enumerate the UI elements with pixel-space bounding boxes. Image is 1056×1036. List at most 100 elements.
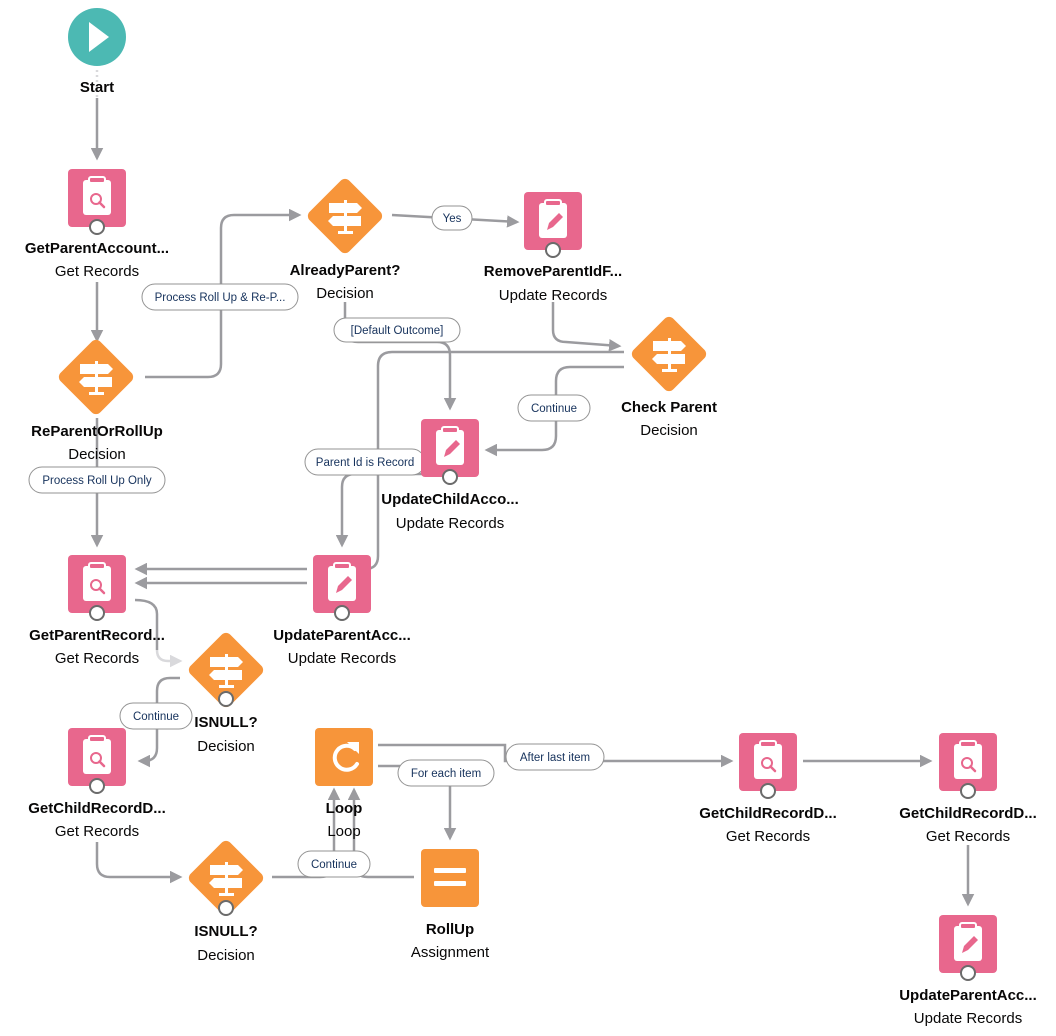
node-isnull-1-port[interactable] <box>218 691 234 707</box>
pill-yes[interactable]: Yes <box>431 205 473 231</box>
play-icon <box>89 22 109 52</box>
node-get-parent-record[interactable]: GetParentRecord... Get Records <box>29 555 165 667</box>
node-get-child-record-1-title: GetChildRecordD... <box>28 800 166 817</box>
node-check-parent[interactable]: Check Parent Decision <box>621 314 717 439</box>
signpost-icon <box>328 200 362 234</box>
node-loop-type: Loop <box>327 823 360 840</box>
pill-continue-isnull-2[interactable]: Continue <box>297 850 371 878</box>
node-update-parent-account-1-title: UpdateParentAcc... <box>273 627 411 644</box>
node-get-child-record-2-title: GetChildRecordD... <box>699 805 837 822</box>
node-get-child-record-3-type: Get Records <box>926 828 1010 845</box>
pill-parent-id-is-record-label: Parent Id is Record <box>316 457 414 469</box>
pill-continue-check-parent-label: Continue <box>531 403 577 415</box>
pill-process-rollup-reparent[interactable]: Process Roll Up & Re-P... <box>141 283 299 311</box>
search-records-icon <box>83 176 111 215</box>
node-isnull-1[interactable]: ISNULL? Decision <box>186 630 265 755</box>
signpost-icon <box>209 654 243 688</box>
node-get-parent-account-type: Get Records <box>55 263 139 280</box>
node-get-parent-record-port[interactable] <box>89 605 105 621</box>
search-records-icon <box>754 740 782 779</box>
node-remove-parent-id-port[interactable] <box>545 242 561 258</box>
pill-process-rollup-reparent-label: Process Roll Up & Re-P... <box>155 292 286 304</box>
connector-updatechild-to-updateparent[interactable] <box>335 472 424 548</box>
node-reparent-or-rollup[interactable]: ReParentOrRollUp Decision <box>31 337 163 463</box>
search-records-icon <box>83 735 111 774</box>
node-remove-parent-id-type: Update Records <box>499 287 607 304</box>
pill-process-rollup-only[interactable]: Process Roll Up Only <box>28 466 166 494</box>
node-get-child-record-2-port[interactable] <box>760 783 776 799</box>
node-loop-title: Loop <box>326 800 363 817</box>
node-get-child-record-3-port[interactable] <box>960 783 976 799</box>
pencil-records-icon <box>954 922 982 961</box>
node-update-parent-account-2[interactable]: UpdateParentAcc... Update Records <box>899 915 1037 1027</box>
connector-getchild1-to-isnull2[interactable] <box>95 842 183 884</box>
node-isnull-2-port[interactable] <box>218 900 234 916</box>
connector-getparentrecord-to-isnull1-b[interactable] <box>155 649 183 668</box>
signpost-icon <box>209 862 243 896</box>
node-check-parent-title: Check Parent <box>621 399 717 416</box>
node-get-child-record-1[interactable]: GetChildRecordD... Get Records <box>28 728 166 840</box>
node-update-parent-account-2-port[interactable] <box>960 965 976 981</box>
connector-removeparent-to-checkparent[interactable] <box>551 302 622 352</box>
signpost-icon <box>79 361 113 395</box>
pill-continue-check-parent[interactable]: Continue <box>517 394 591 422</box>
node-update-parent-account-1[interactable]: UpdateParentAcc... Update Records <box>273 555 411 667</box>
pill-continue-isnull-1-label: Continue <box>133 711 179 723</box>
pill-continue-isnull-1[interactable]: Continue <box>119 702 193 730</box>
node-remove-parent-id[interactable]: RemoveParentIdF... Update Records <box>484 192 622 304</box>
node-isnull-2-type: Decision <box>197 947 255 964</box>
loop-icon <box>332 742 359 772</box>
node-get-child-record-3[interactable]: GetChildRecordD... Get Records <box>899 733 1037 845</box>
node-isnull-1-title: ISNULL? <box>194 714 257 731</box>
node-get-parent-account-port[interactable] <box>89 219 105 235</box>
node-rollup[interactable]: RollUp Assignment <box>411 849 490 961</box>
pill-continue-isnull-2-label: Continue <box>311 859 357 871</box>
pill-parent-id-is-record[interactable]: Parent Id is Record <box>304 448 426 476</box>
node-isnull-2-title: ISNULL? <box>194 923 257 940</box>
pill-for-each-item-label: For each item <box>411 768 481 780</box>
node-get-child-record-3-title: GetChildRecordD... <box>899 805 1037 822</box>
node-update-parent-account-2-type: Update Records <box>914 1010 1022 1027</box>
node-update-parent-account-1-type: Update Records <box>288 650 396 667</box>
node-get-child-record-1-port[interactable] <box>89 778 105 794</box>
node-rollup-type: Assignment <box>411 944 490 961</box>
pill-for-each-item[interactable]: For each item <box>397 759 495 787</box>
pill-after-last-item[interactable]: After last item <box>505 743 605 771</box>
node-rollup-title: RollUp <box>426 921 474 938</box>
node-update-child-account[interactable]: UpdateChildAcco... Update Records <box>381 419 519 532</box>
node-start[interactable]: Start <box>68 8 126 96</box>
node-get-parent-account[interactable]: GetParentAccount... Get Records <box>25 169 169 280</box>
node-isnull-1-type: Decision <box>197 738 255 755</box>
node-reparent-or-rollup-title: ReParentOrRollUp <box>31 423 163 440</box>
search-records-icon <box>954 740 982 779</box>
node-reparent-or-rollup-type: Decision <box>68 446 126 463</box>
pencil-records-icon <box>328 562 356 601</box>
pill-yes-label: Yes <box>443 213 462 225</box>
node-get-parent-record-type: Get Records <box>55 650 139 667</box>
node-update-child-account-port[interactable] <box>442 469 458 485</box>
pill-default-outcome-label: [Default Outcome] <box>351 325 444 337</box>
connector-getparentrecord-to-isnull1-a[interactable] <box>134 598 159 650</box>
node-already-parent-title: AlreadyParent? <box>290 262 401 279</box>
node-already-parent-type: Decision <box>316 285 374 302</box>
pencil-records-icon <box>436 426 464 465</box>
node-get-parent-record-title: GetParentRecord... <box>29 627 165 644</box>
connector-loop-after-last-item[interactable] <box>378 743 734 768</box>
equals-icon <box>434 868 466 886</box>
node-get-child-record-2[interactable]: GetChildRecordD... Get Records <box>699 733 837 845</box>
node-get-child-record-2-type: Get Records <box>726 828 810 845</box>
node-already-parent[interactable]: AlreadyParent? Decision <box>290 176 401 302</box>
node-update-child-account-type: Update Records <box>396 515 504 532</box>
node-check-parent-type: Decision <box>640 422 698 439</box>
node-isnull-2[interactable]: ISNULL? Decision <box>186 838 265 964</box>
pill-default-outcome[interactable]: [Default Outcome] <box>333 317 461 343</box>
pill-after-last-item-label: After last item <box>520 752 590 764</box>
node-remove-parent-id-title: RemoveParentIdF... <box>484 263 622 280</box>
node-update-child-account-title: UpdateChildAcco... <box>381 491 519 508</box>
node-start-title: Start <box>80 79 114 96</box>
search-records-icon <box>83 562 111 601</box>
node-update-parent-account-1-port[interactable] <box>334 605 350 621</box>
node-loop[interactable]: Loop Loop <box>315 728 373 840</box>
node-get-child-record-1-type: Get Records <box>55 823 139 840</box>
